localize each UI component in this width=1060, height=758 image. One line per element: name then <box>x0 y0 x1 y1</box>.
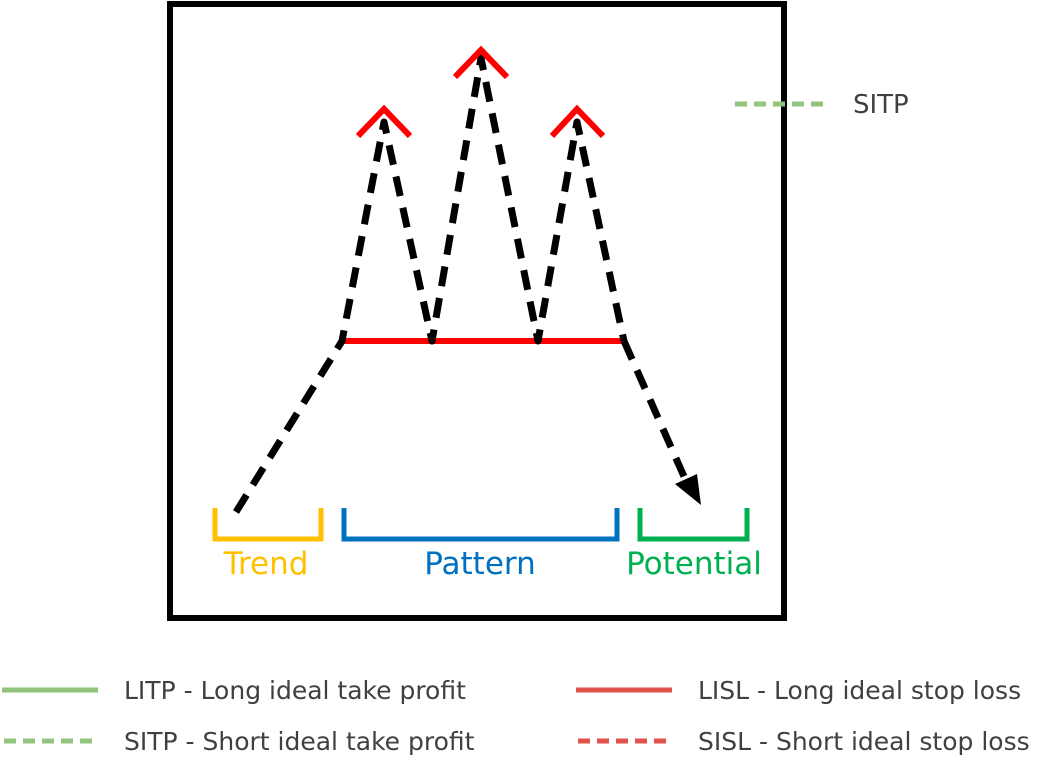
trend-bracket <box>212 508 324 542</box>
legend-label-litp: LITP - Long ideal take profit <box>124 676 466 705</box>
potential-label: Potential <box>626 546 762 582</box>
price-path <box>233 54 628 514</box>
peak-marker-left <box>355 104 413 139</box>
diagram-frame <box>167 1 787 621</box>
trend-label: Trend <box>223 546 309 582</box>
peak-marker-center <box>452 45 510 80</box>
peak-marker-right <box>549 104 606 139</box>
side-marker-label: SITP <box>853 90 909 120</box>
legend-label-sitp: SITP - Short ideal take profit <box>124 727 475 756</box>
legend: LITP - Long ideal take profit LISL - Lon… <box>2 676 1030 756</box>
projection-arrowhead <box>675 474 701 505</box>
projection-arrow <box>620 339 694 492</box>
pattern-bracket <box>341 508 620 542</box>
pattern-label: Pattern <box>424 546 536 582</box>
legend-label-lisl: LISL - Long ideal stop loss <box>698 676 1021 705</box>
legend-label-sisl: SISL - Short ideal stop loss <box>698 727 1030 756</box>
potential-bracket <box>637 508 750 542</box>
